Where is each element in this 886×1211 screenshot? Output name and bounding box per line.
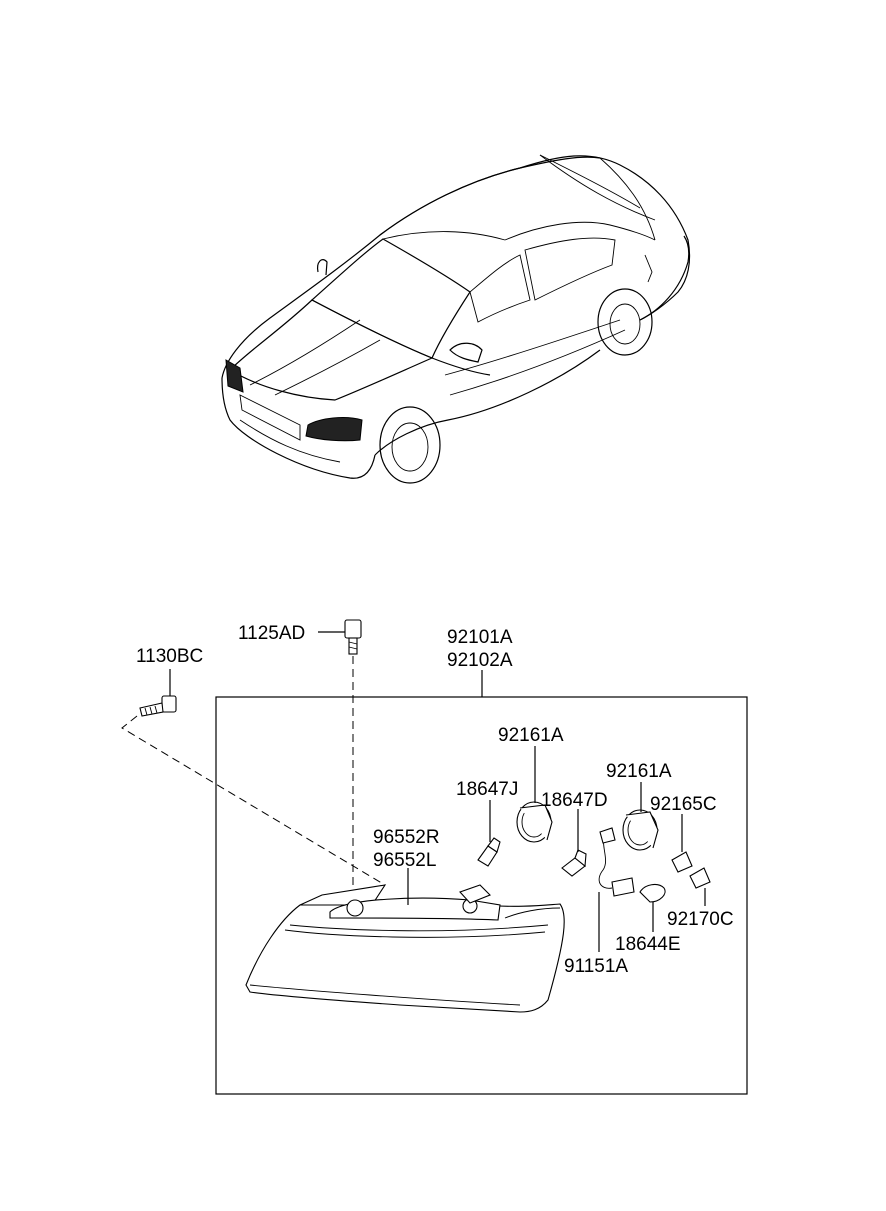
label-91151a: 91151A <box>564 956 628 977</box>
socket-92165c <box>671 814 693 873</box>
label-96552r: 96552R <box>373 827 440 848</box>
label-18644e: 18644E <box>615 934 681 955</box>
label-92101a: 92101A <box>447 627 513 648</box>
car-illustration <box>221 154 691 484</box>
bolt-1125ad <box>318 619 362 655</box>
label-18647j: 18647J <box>456 779 518 800</box>
label-1125ad: 1125AD <box>238 623 305 644</box>
label-92170c: 92170C <box>667 909 734 930</box>
label-92102a: 92102A <box>447 650 513 671</box>
label-18647d: 18647D <box>541 790 608 811</box>
headlamp-housing <box>245 884 565 1013</box>
socket-92161a-right <box>622 782 659 851</box>
label-96552l: 96552L <box>373 850 436 871</box>
wiring-91151a <box>598 827 635 952</box>
label-92161a-right: 92161A <box>606 761 672 782</box>
socket-92170c <box>689 867 711 906</box>
bulb-18647j <box>477 800 501 867</box>
bulb-18644e <box>639 883 666 932</box>
label-1130bc: 1130BC <box>136 646 203 667</box>
label-92161a-left: 92161A <box>498 725 564 746</box>
bolt-1130bc <box>139 669 177 717</box>
label-92165c: 92165C <box>650 794 717 815</box>
socket-92161a-left <box>516 746 553 843</box>
bulb-18647d <box>561 809 587 877</box>
